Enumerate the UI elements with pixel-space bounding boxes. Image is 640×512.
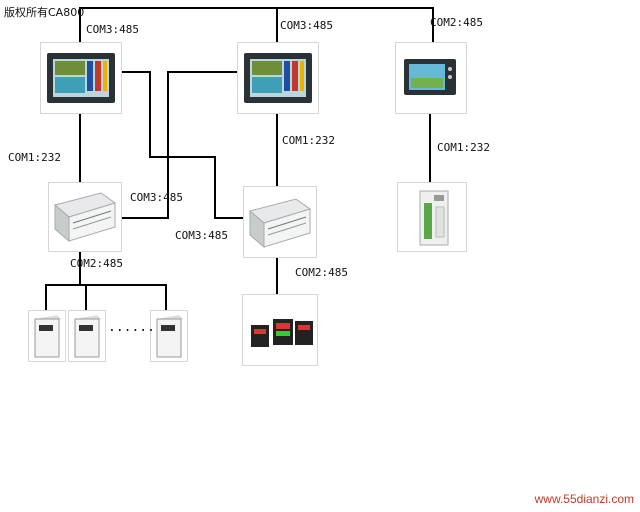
inverter-1 xyxy=(28,310,66,362)
plc2-com2-label: COM2:485 xyxy=(295,266,348,279)
temperature-controllers xyxy=(242,294,318,366)
slim-plc-icon xyxy=(419,190,449,246)
hmi2-com3-label: COM3:485 xyxy=(280,19,333,32)
inverter-2 xyxy=(68,310,106,362)
plc-3 xyxy=(397,182,467,252)
plc-1 xyxy=(48,182,122,252)
hmi1-plc2-line xyxy=(120,71,248,219)
small-touch-screen-icon xyxy=(404,59,456,95)
hmi1-com3-label: COM3:485 xyxy=(86,23,139,36)
inverter-3 xyxy=(150,310,188,362)
connection-lines xyxy=(45,7,434,310)
plc-controller-icon xyxy=(53,192,117,243)
plc-2 xyxy=(243,186,317,258)
top-bus-line xyxy=(79,7,434,42)
copyright-text: 版权所有CA800 xyxy=(4,6,85,19)
plc1-com3-label: COM3:485 xyxy=(130,191,183,204)
touch-screen-icon xyxy=(47,53,115,103)
hmi2-plc1-line xyxy=(120,71,243,219)
hmi3-com2-label: COM2:485 xyxy=(430,16,483,29)
plc3-com1-label: COM1:232 xyxy=(437,141,490,154)
hmi-3 xyxy=(395,42,467,114)
inverter-icon xyxy=(74,315,101,358)
hmi-1 xyxy=(40,42,122,114)
plc2-com3-label: COM3:485 xyxy=(175,229,228,242)
plc2-com1-label: COM1:232 xyxy=(282,134,335,147)
touch-screen-icon xyxy=(244,53,312,103)
inverter-icon xyxy=(156,315,183,358)
hmi-2 xyxy=(237,42,319,114)
plc1-com1-label: COM1:232 xyxy=(8,151,61,164)
plc-controller-icon xyxy=(248,198,312,249)
watermark-text: www.55dianzi.com xyxy=(534,492,634,506)
inverter-ellipsis: ...... xyxy=(108,320,155,335)
plc1-inverters-line xyxy=(45,250,167,310)
temperature-controller-icon xyxy=(251,319,313,347)
inverter-icon xyxy=(34,315,61,358)
plc1-com2-label: COM2:485 xyxy=(70,257,123,270)
